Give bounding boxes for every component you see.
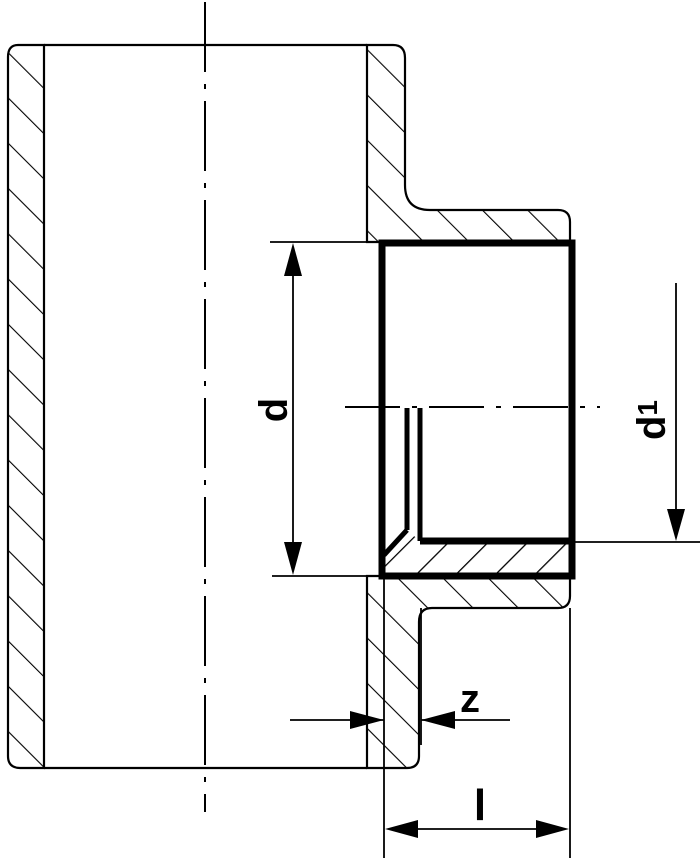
- label-d: d: [252, 398, 296, 422]
- label-d1-subscript: 1: [632, 400, 663, 416]
- dimension-z: z: [290, 576, 510, 858]
- dimension-d1: d1: [572, 283, 700, 543]
- dimension-d: d: [252, 241, 382, 577]
- svg-text:d1: d1: [630, 400, 674, 440]
- main-pipe-left-wall: [6, 43, 46, 770]
- label-z: z: [460, 677, 480, 721]
- main-pipe-right-wall-and-branch: [365, 43, 572, 770]
- dimension-l: l: [385, 608, 571, 858]
- label-l: l: [474, 781, 486, 830]
- reducing-insert: [378, 239, 576, 580]
- label-d1: d: [630, 416, 674, 440]
